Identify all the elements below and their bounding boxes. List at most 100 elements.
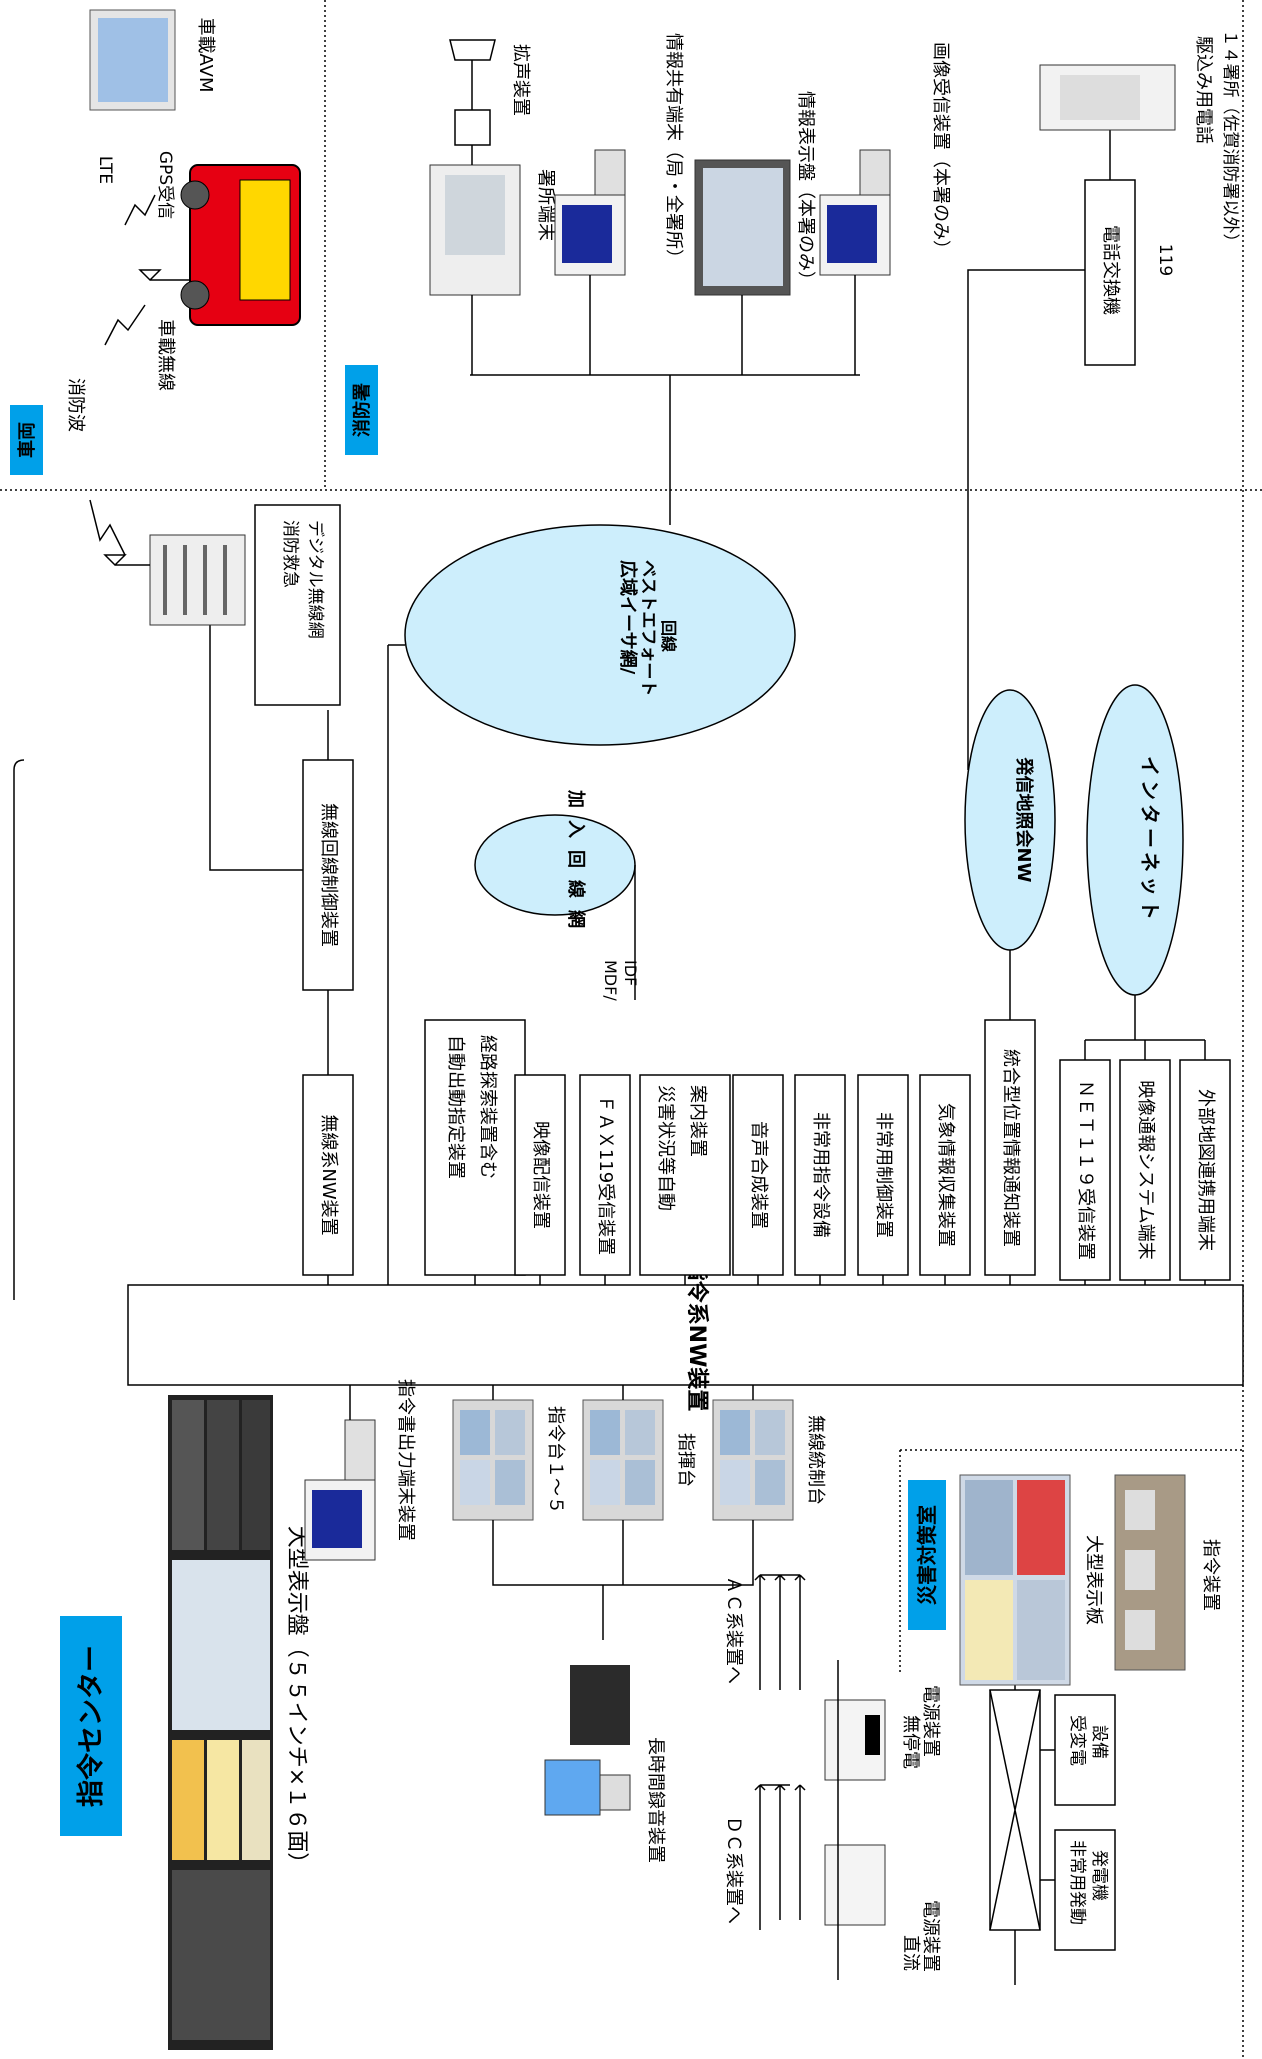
command-nw-device	[127, 1284, 1244, 1386]
fax119-label: ＦＡＸ119受信装置	[595, 1095, 616, 1255]
video-dist-label: 映像配信装置	[530, 1121, 551, 1229]
lines-console-bus	[492, 1520, 754, 1640]
label-command-center: 指令センター	[60, 1616, 122, 1836]
wan-label-1: 広域イーサ網/	[617, 560, 639, 675]
caller-location-label: 発信地照会NW	[1013, 757, 1035, 883]
svg-text:消防署: 消防署	[351, 383, 373, 437]
auto-guide-label2: 案内装置	[687, 1085, 708, 1157]
vehicle-avm-photo	[89, 9, 176, 111]
station-terminal-photo	[429, 164, 521, 296]
net119-box	[1059, 1059, 1111, 1281]
video-report-label: 映像通報システム端末	[1135, 1080, 1156, 1259]
substation-label2: 設備	[1089, 1725, 1109, 1759]
ups-power-label2: 電源装置	[920, 1685, 941, 1757]
svg-text:車両: 車両	[16, 422, 38, 458]
fire-wave-label: 消防波	[65, 378, 86, 432]
dispatch-label2: 経路探索装置含む	[477, 1035, 498, 1179]
voice-synth-label: 音声合成装置	[748, 1121, 769, 1229]
subscriber-label: 加入回線網	[565, 789, 587, 940]
lte-label: LTE	[95, 156, 115, 184]
frame-left-bracket	[13, 759, 25, 1300]
internet-label: インターネット	[1138, 756, 1162, 924]
long-recorder-label: 長時間録音装置	[645, 1737, 666, 1863]
external-map-box	[1179, 1059, 1231, 1281]
dc-to-label: ＤＣ系装置へ	[723, 1816, 744, 1924]
wan-label-3: 回線	[659, 620, 678, 652]
fire-truck-icon	[180, 164, 301, 326]
radio-console-photo	[712, 1399, 794, 1521]
dc-power-label2: 電源装置	[920, 1900, 941, 1972]
phone-exchange-box	[1084, 179, 1136, 366]
info-share-label: 情報共有端末（局・全署所）	[663, 33, 684, 267]
ups-power-label: 無停電	[900, 1715, 921, 1769]
fax119-box	[579, 1074, 631, 1276]
digital-radio-label: 消防救急	[280, 520, 300, 588]
info-display-photo	[694, 159, 791, 296]
generator-box	[1054, 1829, 1116, 1951]
internet-cloud	[1086, 684, 1184, 996]
rush-phone-photo	[1039, 64, 1176, 131]
long-recorder-icon	[544, 1665, 631, 1816]
command-console-photo	[582, 1399, 664, 1521]
digital-radio-label2: デジタル無線網	[305, 520, 326, 639]
dr-large-display-photo	[959, 1474, 1071, 1686]
line-radio-ctrl-tower	[209, 620, 303, 871]
line-location-phone	[967, 269, 1000, 770]
location-notify-label: 統合型位置情報通知装置	[1000, 1049, 1021, 1247]
loudspeaker-icon	[449, 39, 496, 146]
emergency-ctrl-label: 非常用制御装置	[873, 1112, 894, 1238]
label-fire-station: 消防署	[345, 365, 378, 455]
wan-label-2: ベストエフォート	[638, 560, 658, 696]
rush-phone-note: １４署所（佐賀消防署以外）	[1220, 30, 1240, 251]
substation-label: 受変電	[1067, 1715, 1087, 1766]
radio-wave-icon	[104, 304, 146, 346]
ac-to-label: ＡＣ系装置へ	[723, 1576, 744, 1684]
radio-nw-label: 無線系NW装置	[318, 1114, 339, 1235]
console-1-5-photo	[452, 1399, 534, 1521]
command-console-label: 指揮台	[675, 1433, 696, 1487]
dispatch-box	[424, 1019, 526, 1276]
info-display-label: 情報表示盤（本署のみ）	[795, 91, 816, 289]
vehicle-antenna-icon	[138, 269, 190, 282]
radio-console-label: 無線統制台	[805, 1415, 826, 1505]
mdf-label2: IDF	[621, 960, 640, 986]
lines-station	[471, 145, 856, 375]
generator-label2: 発電機	[1089, 1850, 1109, 1901]
lines-internet	[1084, 995, 1206, 1060]
line-wan-station	[470, 374, 860, 525]
console-1-5-label: 指令台１～５	[545, 1406, 566, 1514]
dr-command-photo	[1114, 1474, 1186, 1671]
arrows-ac	[754, 1574, 806, 1690]
subscriber-network-cloud	[474, 814, 636, 916]
net119-label: ＮＥＴ１１９受信装置	[1075, 1080, 1096, 1260]
gps-label: GPS受信	[155, 151, 175, 219]
power-switch-x	[989, 1689, 1041, 1931]
auto-guide-label: 災害状況等自動	[655, 1085, 676, 1211]
radio-tower-icon	[89, 499, 246, 626]
lines-consoles	[492, 1385, 754, 1400]
lines-internet-bus	[1084, 1280, 1206, 1285]
loudspeaker-label: 拡声装置	[510, 44, 531, 116]
order-printer-icon	[304, 1419, 376, 1561]
lte-wave-icon	[124, 194, 156, 226]
svg-text:災害対策室: 災害対策室	[915, 1505, 939, 1605]
dr-large-display-label: 大型表示板	[1083, 1535, 1104, 1625]
large-display-photo	[168, 1395, 273, 2050]
dr-command-label: 指令装置	[1200, 1539, 1221, 1611]
digital-radio-box	[254, 504, 341, 706]
radio-nw-box	[302, 1074, 354, 1276]
ups-power-icon	[824, 1699, 886, 1781]
rush-phone-label: 駆込み用電話	[1193, 36, 1214, 144]
emergency-cmd-label: 非常用指令設備	[810, 1112, 831, 1238]
phone-exchange-label: 電話交換機	[1100, 225, 1121, 315]
bus-device-column: 自動出動指定装置 経路探索装置含む 映像配信装置 ＦＡＸ119受信装置 災害状況…	[424, 1019, 1036, 1276]
mdf-label: MDF/	[601, 960, 620, 1001]
emergency-cmd-box	[794, 1074, 846, 1276]
phone-119-label: 119	[1155, 244, 1175, 276]
lines-substation	[1040, 1749, 1055, 1881]
info-share-terminal-icon	[554, 149, 626, 276]
vehicle-avm-label: 車載AVM	[195, 17, 216, 92]
weather-label: 気象情報収集装置	[935, 1103, 956, 1247]
dispatch-label: 自動出動指定装置	[445, 1035, 466, 1179]
arrows-dc	[754, 1784, 806, 1930]
